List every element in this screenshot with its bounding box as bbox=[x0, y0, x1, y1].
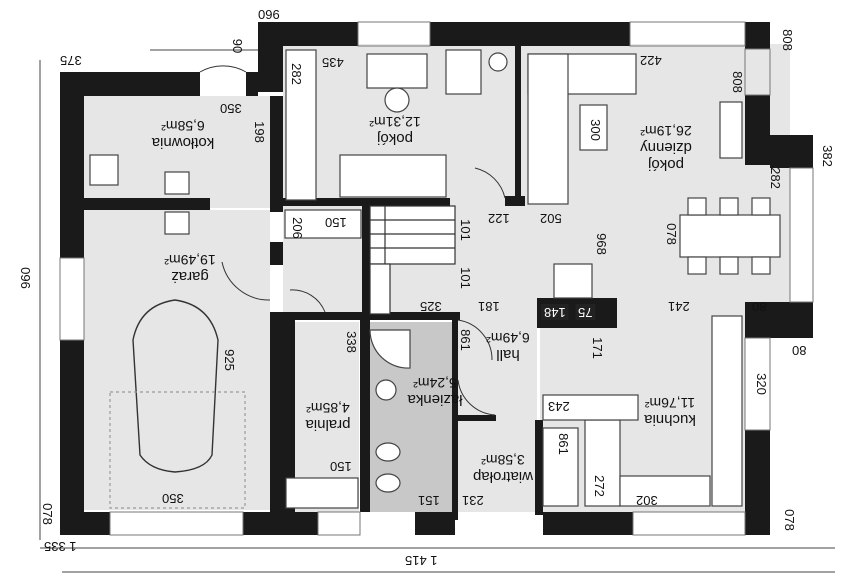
dim-171: 171 bbox=[589, 337, 605, 359]
room-area: 6,58m² bbox=[161, 118, 205, 134]
room-name: kuchnia bbox=[644, 411, 696, 428]
walls bbox=[60, 22, 813, 535]
dim-338: 338 bbox=[343, 331, 359, 353]
dim-422: 422 bbox=[640, 53, 662, 68]
room-area: 6,49m² bbox=[486, 330, 530, 346]
dim-282b: 282 bbox=[767, 167, 783, 189]
dim-320: 320 bbox=[753, 373, 769, 395]
label-pokoj: pokój 12,31m² bbox=[345, 114, 445, 147]
dim-90: 90 bbox=[230, 38, 246, 54]
room-name: pokój bbox=[377, 130, 413, 147]
dim-75: 75 bbox=[575, 304, 596, 320]
dim-861b: 861 bbox=[555, 433, 571, 455]
dim-808b: 808 bbox=[729, 71, 745, 93]
dim-243: 243 bbox=[548, 399, 570, 414]
room-area: 19,49m² bbox=[164, 252, 216, 268]
label-hall: hall 6,49m² bbox=[468, 330, 548, 363]
dim-302: 302 bbox=[636, 493, 658, 508]
doors bbox=[199, 65, 506, 416]
room-name: hall bbox=[496, 346, 520, 363]
furniture bbox=[89, 49, 781, 509]
dim-101b: 101 bbox=[457, 267, 473, 289]
room-area: 26,19m² bbox=[640, 123, 692, 139]
room-area: 5,24m² bbox=[413, 375, 457, 391]
dim-861: 861 bbox=[457, 329, 473, 351]
room-name: pokój dzienny bbox=[640, 139, 692, 173]
room-area: 3,58m² bbox=[481, 452, 525, 468]
dim-181: 181 bbox=[478, 299, 500, 314]
dim-960: 960 bbox=[258, 7, 280, 22]
room-area: 12,31m² bbox=[369, 114, 421, 130]
dim-300: 300 bbox=[587, 119, 603, 141]
label-pokoj-dzienny: pokój dzienny 26,19m² bbox=[625, 123, 707, 173]
room-name: pralnia bbox=[305, 416, 351, 433]
dim-1415: 1 415 bbox=[405, 553, 438, 568]
label-kotlownia: kotłownia 6,58m² bbox=[128, 118, 238, 151]
floor-garaz bbox=[84, 210, 270, 510]
dim-078c: 078 bbox=[781, 509, 797, 531]
room-name: garaż bbox=[171, 268, 209, 285]
dim-151: 151 bbox=[418, 493, 440, 508]
dim-968: 968 bbox=[593, 233, 609, 255]
dim-148: 148 bbox=[541, 304, 569, 320]
dim-282a: 282 bbox=[288, 63, 304, 85]
dim-096: 096 bbox=[17, 267, 33, 289]
dim-325: 325 bbox=[420, 299, 442, 314]
dim-101a: 101 bbox=[457, 219, 473, 241]
dim-375: 375 bbox=[60, 53, 82, 68]
dim-350b: 350 bbox=[162, 491, 184, 506]
dim-198: 198 bbox=[251, 121, 267, 143]
dim-80a: 80 bbox=[752, 299, 767, 314]
room-name: łazienka bbox=[407, 391, 463, 408]
label-garaz: garaż 19,49m² bbox=[140, 252, 240, 285]
dim-272: 272 bbox=[591, 475, 607, 497]
dim-078b: 078 bbox=[39, 503, 55, 525]
dim-80b: 80 bbox=[792, 343, 807, 358]
dim-122: 122 bbox=[488, 211, 510, 226]
dim-241: 241 bbox=[668, 299, 690, 314]
dim-206: 206 bbox=[289, 217, 305, 239]
windows bbox=[59, 21, 814, 536]
room-area: 11,76m² bbox=[644, 395, 696, 411]
dim-231: 231 bbox=[462, 493, 484, 508]
dimension-lines bbox=[39, 49, 835, 573]
dim-808a: 808 bbox=[779, 29, 795, 51]
label-kuchnia: kuchnia 11,76m² bbox=[630, 395, 710, 428]
dim-078: 078 bbox=[663, 223, 679, 245]
dim-435: 435 bbox=[322, 55, 344, 70]
dim-150a: 150 bbox=[325, 215, 347, 230]
room-area: 4,85m² bbox=[306, 400, 350, 416]
dim-1335: 1 335 bbox=[44, 539, 77, 554]
stairs bbox=[369, 205, 456, 315]
room-name: wiatrołap bbox=[472, 468, 534, 485]
floor-wiatrolap bbox=[455, 420, 537, 512]
room-name: kotłownia bbox=[151, 134, 215, 151]
dim-502: 502 bbox=[540, 211, 562, 226]
dim-382: 382 bbox=[819, 145, 835, 167]
label-pralnia: pralnia 4,85m² bbox=[288, 400, 368, 433]
label-lazienka: łazienka 5,24m² bbox=[395, 375, 475, 408]
dim-925: 925 bbox=[221, 349, 237, 371]
label-wiatrolap: wiatrołap 3,58m² bbox=[458, 452, 548, 485]
dim-350a: 350 bbox=[220, 101, 242, 116]
dim-150b: 150 bbox=[330, 459, 352, 474]
